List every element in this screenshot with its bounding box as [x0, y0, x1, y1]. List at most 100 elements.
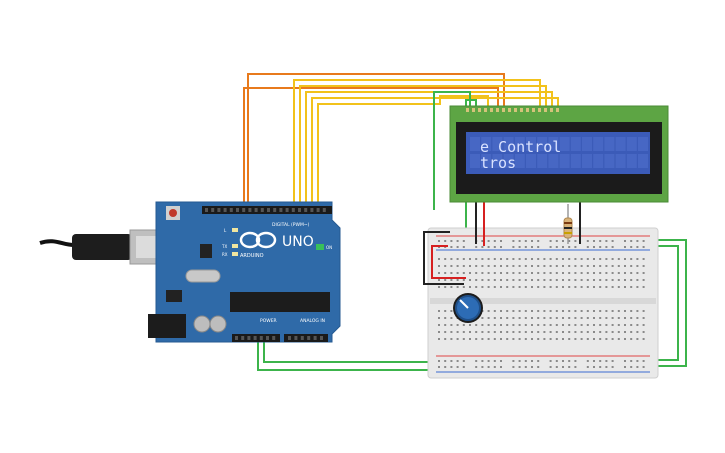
bb-hole[interactable]	[555, 246, 558, 248]
bb-hole[interactable]	[493, 240, 496, 242]
bb-hole[interactable]	[599, 324, 602, 326]
bb-hole[interactable]	[611, 279, 614, 281]
bb-hole[interactable]	[531, 279, 533, 281]
bb-hole[interactable]	[524, 246, 527, 248]
bb-hole[interactable]	[549, 317, 552, 319]
bb-hole[interactable]	[636, 286, 639, 288]
bb-hole[interactable]	[506, 286, 509, 288]
bb-hole[interactable]	[630, 246, 633, 248]
bb-hole[interactable]	[475, 272, 478, 274]
bb-hole[interactable]	[580, 279, 583, 281]
bb-hole[interactable]	[500, 324, 502, 326]
bb-hole[interactable]	[562, 240, 564, 242]
bb-hole[interactable]	[562, 310, 564, 312]
bb-hole[interactable]	[574, 331, 577, 333]
bb-hole[interactable]	[462, 258, 465, 260]
bb-hole[interactable]	[450, 279, 453, 281]
bb-hole[interactable]	[574, 324, 577, 326]
bb-hole[interactable]	[617, 286, 620, 288]
bb-hole[interactable]	[487, 331, 490, 333]
bb-hole[interactable]	[586, 331, 589, 333]
bb-hole[interactable]	[568, 324, 571, 326]
bb-hole[interactable]	[438, 331, 440, 333]
lcd-pin[interactable]	[478, 108, 481, 112]
bb-hole[interactable]	[642, 317, 645, 319]
bb-hole[interactable]	[642, 258, 645, 260]
bb-hole[interactable]	[574, 258, 577, 260]
bb-hole[interactable]	[562, 317, 564, 319]
bb-hole[interactable]	[487, 240, 490, 242]
lcd-pin[interactable]	[550, 108, 553, 112]
bb-hole[interactable]	[636, 360, 639, 362]
bb-hole[interactable]	[518, 286, 521, 288]
bb-hole[interactable]	[555, 240, 558, 242]
bb-hole[interactable]	[549, 338, 552, 340]
bb-hole[interactable]	[456, 360, 459, 362]
bb-hole[interactable]	[524, 360, 527, 362]
bb-hole[interactable]	[580, 310, 583, 312]
bb-hole[interactable]	[462, 331, 465, 333]
bb-hole[interactable]	[512, 286, 515, 288]
bb-hole[interactable]	[586, 265, 589, 267]
bb-hole[interactable]	[562, 246, 564, 248]
bb-hole[interactable]	[593, 338, 595, 340]
bb-hole[interactable]	[574, 286, 577, 288]
digital-pin[interactable]	[273, 208, 277, 212]
bb-hole[interactable]	[518, 317, 521, 319]
power-pin[interactable]	[272, 336, 276, 340]
bb-hole[interactable]	[562, 338, 564, 340]
bb-hole[interactable]	[456, 272, 459, 274]
lcd-pin[interactable]	[508, 108, 511, 112]
bb-hole[interactable]	[506, 258, 509, 260]
bb-hole[interactable]	[586, 279, 589, 281]
bb-hole[interactable]	[518, 279, 521, 281]
bb-hole[interactable]	[568, 246, 571, 248]
bb-hole[interactable]	[462, 265, 465, 267]
bb-hole[interactable]	[617, 310, 620, 312]
bb-hole[interactable]	[593, 258, 595, 260]
bb-hole[interactable]	[444, 258, 447, 260]
bb-hole[interactable]	[574, 246, 577, 248]
bb-hole[interactable]	[555, 310, 558, 312]
bb-hole[interactable]	[518, 360, 521, 362]
bb-hole[interactable]	[512, 324, 515, 326]
bb-hole[interactable]	[611, 310, 614, 312]
bb-hole[interactable]	[605, 272, 608, 274]
bb-hole[interactable]	[642, 240, 645, 242]
bb-hole[interactable]	[531, 317, 533, 319]
bb-hole[interactable]	[462, 240, 465, 242]
bb-hole[interactable]	[506, 338, 509, 340]
lcd-pin[interactable]	[538, 108, 541, 112]
digital-pin[interactable]	[205, 208, 208, 212]
bb-hole[interactable]	[555, 265, 558, 267]
bb-hole[interactable]	[524, 279, 527, 281]
bb-hole[interactable]	[636, 324, 639, 326]
bb-hole[interactable]	[500, 286, 502, 288]
bb-hole[interactable]	[438, 258, 440, 260]
bb-hole[interactable]	[636, 310, 639, 312]
bb-hole[interactable]	[555, 279, 558, 281]
bb-hole[interactable]	[531, 240, 533, 242]
bb-hole[interactable]	[493, 360, 496, 362]
bb-hole[interactable]	[617, 265, 620, 267]
bb-hole[interactable]	[493, 272, 496, 274]
bb-hole[interactable]	[481, 240, 484, 242]
bb-hole[interactable]	[605, 338, 608, 340]
bb-hole[interactable]	[500, 279, 502, 281]
bb-hole[interactable]	[481, 258, 484, 260]
wire-yellow-3[interactable]	[305, 91, 553, 206]
bb-hole[interactable]	[500, 272, 502, 274]
bb-hole[interactable]	[642, 366, 645, 368]
bb-hole[interactable]	[487, 272, 490, 274]
bb-hole[interactable]	[642, 246, 645, 248]
bb-hole[interactable]	[462, 286, 465, 288]
bb-hole[interactable]	[456, 240, 459, 242]
bb-hole[interactable]	[611, 338, 614, 340]
bb-hole[interactable]	[568, 272, 571, 274]
bb-hole[interactable]	[450, 360, 453, 362]
lcd-pin[interactable]	[514, 108, 517, 112]
bb-hole[interactable]	[512, 279, 515, 281]
bb-hole[interactable]	[450, 324, 453, 326]
bb-hole[interactable]	[624, 360, 626, 362]
wire-green-rail-right-2[interactable]	[652, 245, 679, 361]
